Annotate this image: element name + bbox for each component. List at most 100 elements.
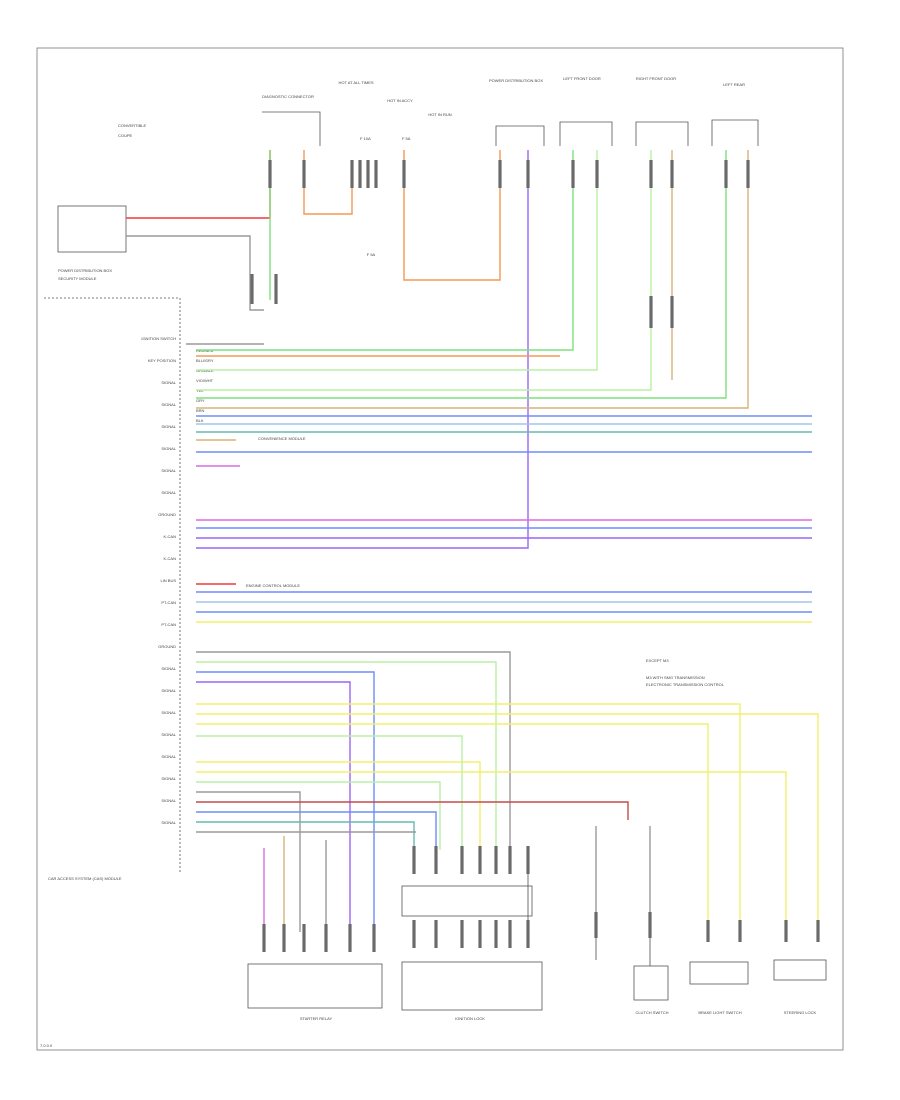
ignition-lock-connector (508, 920, 512, 948)
wire-yellow-steer-2 (196, 771, 787, 932)
wire-color-tag: VIO/WHT (196, 378, 214, 383)
brake-steer-connector (816, 920, 820, 942)
wire-yellow-ign-4 (196, 761, 481, 850)
module-name: CAR ACCESS SYSTEM (CAS) MODULE (48, 876, 122, 881)
starter-connector (302, 924, 306, 952)
module-pin-label: SIGNAL (161, 666, 176, 671)
starter-connector (348, 924, 352, 952)
brake-steer-connector (706, 920, 710, 942)
cas-module-outline (44, 297, 181, 872)
security-connector (250, 274, 254, 304)
wire-orange-power (403, 150, 501, 281)
top-connector (649, 160, 653, 188)
module-pin-label: SIGNAL (161, 732, 176, 737)
component-ignition-lock: IGNITION LOCK (455, 1016, 485, 1021)
callout-trans-control: ELECTRONIC TRANSMISSION CONTROL (646, 682, 725, 687)
ignition-lock-connector (460, 920, 464, 948)
fuse-label-2: F 5A (402, 136, 411, 141)
starter-relay-box (247, 963, 383, 1009)
power-dist-box (495, 125, 545, 146)
ignition-lock-connector (434, 920, 438, 948)
module-pin-label: GROUND (158, 512, 176, 517)
top-components: DIAGNOSTIC CONNECTOR HOT AT ALL TIMES HO… (262, 76, 759, 257)
top-connector (670, 160, 674, 188)
component-brake-switch: BRAKE LIGHT SWITCH (698, 1010, 741, 1015)
wire-color-tag: GRY (196, 398, 205, 403)
module-pin-label: SIGNAL (161, 424, 176, 429)
wire-darkred-clutch (196, 801, 629, 820)
top-connector (358, 160, 362, 188)
brake-switch-box (689, 961, 749, 985)
left-rear-box (711, 119, 759, 146)
legend-right: EXCEPT M3 M3 WITH SMG TRANSMISSION (646, 658, 705, 680)
module-pin-label: SIGNAL (161, 446, 176, 451)
ignition-connector (434, 846, 438, 874)
wire-green-leftdoor (196, 150, 574, 351)
module-pin-label: SIGNAL (161, 468, 176, 473)
wire-yellow-brake-2 (196, 723, 709, 932)
wire-orange-fuse (303, 150, 353, 215)
ignition-lock-connector (412, 920, 416, 948)
component-hot-at-all-times: HOT AT ALL TIMES (338, 80, 373, 85)
module-pin-label: SIGNAL (161, 402, 176, 407)
component-hot-in-accy: HOT IN ACCY (387, 98, 413, 103)
top-connector (724, 160, 728, 188)
wire-grey-ign-1 (196, 651, 511, 850)
left-block-power-dist: POWER DISTRIBUTION BOX (58, 268, 112, 273)
wire-grey-starter-3 (196, 791, 301, 932)
top-connector (526, 160, 530, 188)
brake-steer-connector (784, 920, 788, 942)
module-pin-label: IGNITION SWITCH (141, 336, 176, 341)
component-power-dist: POWER DISTRIBUTION BOX (489, 78, 543, 83)
ignition-connector (494, 846, 498, 874)
callout-engine-control: ENGINE CONTROL MODULE (246, 583, 300, 588)
wire-lightgreen-ign-2 (196, 661, 497, 850)
figure-id: 7.0.0.0 (40, 1043, 53, 1048)
right-door-box (635, 121, 689, 146)
fuse-label-1: F 10A (360, 136, 371, 141)
component-clutch-switch: CLUTCH SWITCH (635, 1010, 668, 1015)
wire-yellow-steer (196, 713, 819, 932)
starter-connector (372, 924, 376, 952)
module-pin-label: LIN BUS (160, 578, 176, 583)
ignition-lock-connector (526, 920, 530, 948)
component-left-rear: LEFT REAR (723, 82, 745, 87)
wire-blue-starter-1 (196, 671, 375, 932)
fuse-label-3: F 5A (367, 252, 376, 257)
wires (126, 150, 820, 966)
wire-red-security (126, 150, 271, 219)
security-module-box (57, 205, 127, 253)
wire-violet-power (196, 150, 529, 549)
top-connector (268, 160, 272, 188)
top-connector (498, 160, 502, 188)
wire-violet-starter-2 (196, 681, 351, 932)
door-connector (670, 296, 674, 328)
wire-yellow-brake (196, 703, 741, 932)
legend-top-item-1: CONVERTIBLE (118, 123, 146, 128)
ignition-junction-box (401, 885, 533, 917)
top-connector (366, 160, 370, 188)
wire-color-tag: BRN (196, 408, 205, 413)
wire-tan-leftrear (196, 150, 749, 409)
diagram-frame (36, 47, 844, 1051)
legend-top: CONVERTIBLE COUPE (118, 123, 146, 138)
brake-steer-connector (738, 920, 742, 942)
module-pin-label: K-CAN (164, 534, 177, 539)
module-pin-label: SIGNAL (161, 688, 176, 693)
wire-lightgreen-ign-3 (196, 735, 463, 850)
left-block-security: SECURITY MODULE (58, 276, 97, 281)
starter-connector (282, 924, 286, 952)
module-pin-label: SIGNAL (161, 380, 176, 385)
wire-teal-ign-7 (196, 821, 415, 850)
module-pin-label: SIGNAL (161, 490, 176, 495)
ignition-connector (460, 846, 464, 874)
ignition-connector (508, 846, 512, 874)
module-pin-label: GROUND (158, 644, 176, 649)
callouts: CONVENIENCE MODULE ENGINE CONTROL MODULE… (246, 436, 725, 687)
wire-lightgreen-leftdoor (196, 150, 598, 371)
bottom-components: STARTER RELAY IGNITION LOCK CLUTCH SWITC… (247, 885, 827, 1021)
wire-grey-security (126, 235, 264, 311)
module-pin-label: PT-CAN (161, 600, 176, 605)
component-right-front-door: RIGHT FRONT DOOR (636, 76, 676, 81)
